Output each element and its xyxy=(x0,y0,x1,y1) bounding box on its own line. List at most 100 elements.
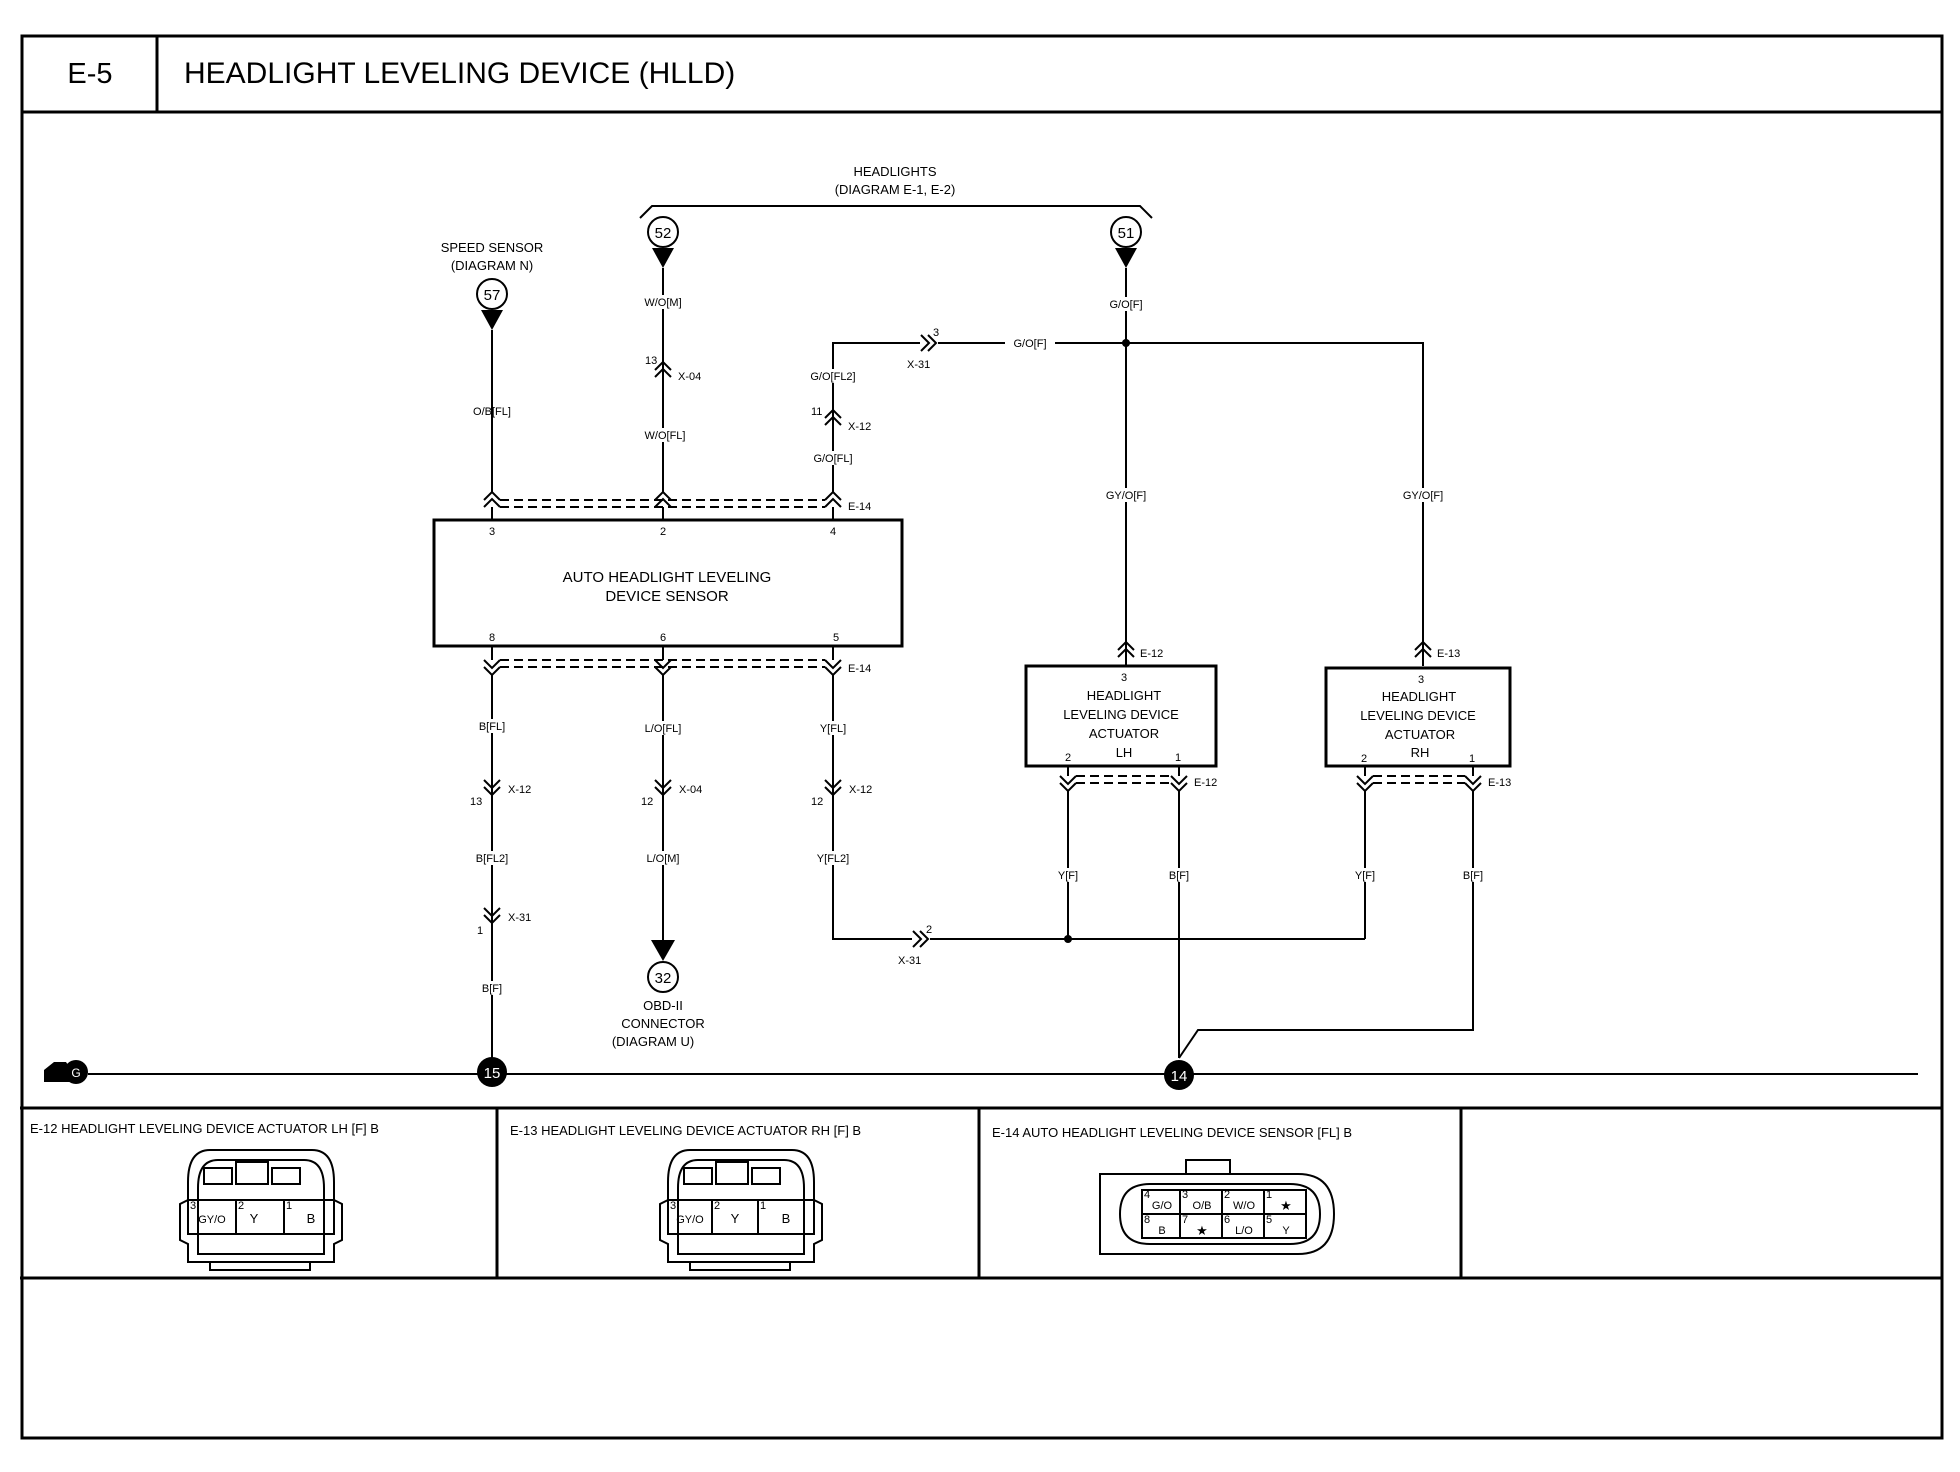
e14-pin4-num: 4 xyxy=(1144,1189,1150,1201)
e14-pin3-color: O/B xyxy=(1193,1200,1212,1212)
x12-b-pin: 13 xyxy=(470,796,482,808)
wire-label-go-f-bus: G/O[F] xyxy=(1014,338,1047,350)
actuator-lh-title-1: HEADLIGHT xyxy=(1087,688,1161,703)
x12-b-connector-icon xyxy=(483,779,501,790)
sensor-box xyxy=(432,518,904,648)
obd-ref-diagram: (DIAGRAM U) xyxy=(612,1034,694,1049)
e12-pin2-num: 2 xyxy=(238,1200,244,1212)
node-14-circle xyxy=(1164,1060,1194,1090)
wire-label-go-fl: G/O[FL] xyxy=(813,453,852,465)
x12-top-connector-icon xyxy=(824,408,842,419)
x31-top-label: X-31 xyxy=(907,359,930,371)
x04-b-pin: 12 xyxy=(641,796,653,808)
e12-pin3-color: GY/O xyxy=(198,1214,226,1226)
e13-top-label: E-13 xyxy=(1437,648,1460,660)
e13-top-connector-icon xyxy=(1414,640,1432,651)
node-51-arrow-icon xyxy=(1115,248,1137,268)
actuator-rh-pin-2: 2 xyxy=(1361,753,1367,765)
x31-y-label: X-31 xyxy=(898,955,921,967)
actuator-lh-title-3: ACTUATOR xyxy=(1089,726,1159,741)
node-57-circle xyxy=(476,278,508,310)
sensor-pin-4: 4 xyxy=(830,526,836,538)
actuator-lh-pin-1: 1 xyxy=(1175,752,1181,764)
e13-pin1-num: 1 xyxy=(760,1200,766,1212)
wire-label-y-fl2: Y[FL2] xyxy=(817,853,849,865)
wire-label-lo-fl: L/O[FL] xyxy=(645,723,682,735)
sensor-pin-6: 6 xyxy=(660,632,666,644)
e13-caption: E-13 HEADLIGHT LEVELING DEVICE ACTUATOR … xyxy=(510,1123,861,1138)
sensor-pin-2: 2 xyxy=(660,526,666,538)
x31-b-pin: 1 xyxy=(477,925,483,937)
e14-pin7-color: ★ xyxy=(1196,1223,1208,1238)
e13-pin1-color: B xyxy=(782,1211,791,1226)
wire-label-lo-m: L/O[M] xyxy=(646,853,679,865)
e12-connector-face xyxy=(179,1149,343,1271)
ground-node-g-circle xyxy=(64,1060,88,1084)
x31-b-connector-icon xyxy=(483,907,501,918)
wire-label-ob-fl: O/B[FL] xyxy=(473,406,511,418)
sensor-pin-5: 5 xyxy=(833,632,839,644)
wire-label-y-fl: Y[FL] xyxy=(820,723,846,735)
actuator-lh-pin-3: 3 xyxy=(1121,672,1127,684)
x12-b-label: X-12 xyxy=(508,784,531,796)
actuator-lh-pin-2: 2 xyxy=(1065,752,1071,764)
e14-connector-face xyxy=(1099,1159,1336,1255)
e12-top-label: E-12 xyxy=(1140,648,1163,660)
wire-go-fl xyxy=(832,342,920,492)
node-32-label: 32 xyxy=(655,970,672,987)
e14-pin2-color: W/O xyxy=(1233,1200,1255,1212)
obd-ref-line1: OBD-II xyxy=(643,998,683,1013)
x31-top-connector-icon xyxy=(920,334,931,352)
e14-pin6-color: L/O xyxy=(1235,1225,1253,1237)
e13-connector-face xyxy=(659,1149,823,1271)
wire-label-gyo-rh: GY/O[F] xyxy=(1403,490,1443,502)
e13-pin3-num: 3 xyxy=(670,1200,676,1212)
x31-top-pin: 3 xyxy=(933,327,939,339)
e12-pin1-num: 1 xyxy=(286,1200,292,1212)
x04-top-pin: 13 xyxy=(645,355,657,367)
node-32-circle xyxy=(647,961,679,993)
e14-pin5-num: 5 xyxy=(1266,1214,1272,1226)
e12-top-connector-icon xyxy=(1117,640,1135,651)
actuator-lh-box xyxy=(1024,664,1218,768)
wire-label-go-fl2: G/O[FL2] xyxy=(810,371,855,383)
node-51-label: 51 xyxy=(1118,225,1135,242)
wire-b-rh xyxy=(1178,791,1474,1059)
x12-y-connector-icon xyxy=(824,779,842,790)
actuator-rh-title-1: HEADLIGHT xyxy=(1382,689,1456,704)
wire-label-wo-fl: W/O[FL] xyxy=(645,430,686,442)
wire-label-b-fl2: B[FL2] xyxy=(476,853,508,865)
ground-node-g-label: G xyxy=(71,1066,80,1080)
x12-top-label: X-12 xyxy=(848,421,871,433)
wire-label-b-fl: B[FL] xyxy=(479,721,505,733)
wire-label-go-f-51: G/O[F] xyxy=(1110,299,1143,311)
e14-pin7-num: 7 xyxy=(1182,1214,1188,1226)
sensor-pin-3: 3 xyxy=(489,526,495,538)
e13-bottom-label: E-13 xyxy=(1488,777,1511,789)
node-57-label: 57 xyxy=(484,287,501,304)
e12-pin3-num: 3 xyxy=(190,1200,196,1212)
wire-label-y-f-rh: Y[F] xyxy=(1355,870,1375,882)
diagram-title: HEADLIGHT LEVELING DEVICE (HLLD) xyxy=(184,57,735,90)
e14-pin3-num: 3 xyxy=(1182,1189,1188,1201)
e12-pin1-color: B xyxy=(307,1211,316,1226)
obd-ref-line2: CONNECTOR xyxy=(621,1016,705,1031)
wire-gyo-rh xyxy=(1126,342,1424,666)
node-15-circle xyxy=(477,1057,507,1087)
node-51-circle xyxy=(1110,216,1142,248)
wire-label-gyo-lh: GY/O[F] xyxy=(1106,490,1146,502)
vehicle-ground-icon xyxy=(44,1062,70,1082)
e13-pin2-num: 2 xyxy=(714,1200,720,1212)
e14-bottom-label: E-14 xyxy=(848,663,871,675)
sensor-pin-8: 8 xyxy=(489,632,495,644)
actuator-rh-title-2: LEVELING DEVICE xyxy=(1360,708,1476,723)
actuator-rh-pin-3: 3 xyxy=(1418,674,1424,686)
x31-y-connector-icon xyxy=(912,930,923,948)
e14-pin8-color: B xyxy=(1158,1225,1165,1237)
x04-b-connector-icon xyxy=(654,779,672,790)
e12-pin2-color: Y xyxy=(250,1211,259,1226)
wire-label-wo-m: W/O[M] xyxy=(644,297,681,309)
page-frame xyxy=(20,34,1944,1440)
speed-sensor-ref-diagram: (DIAGRAM N) xyxy=(451,258,533,273)
